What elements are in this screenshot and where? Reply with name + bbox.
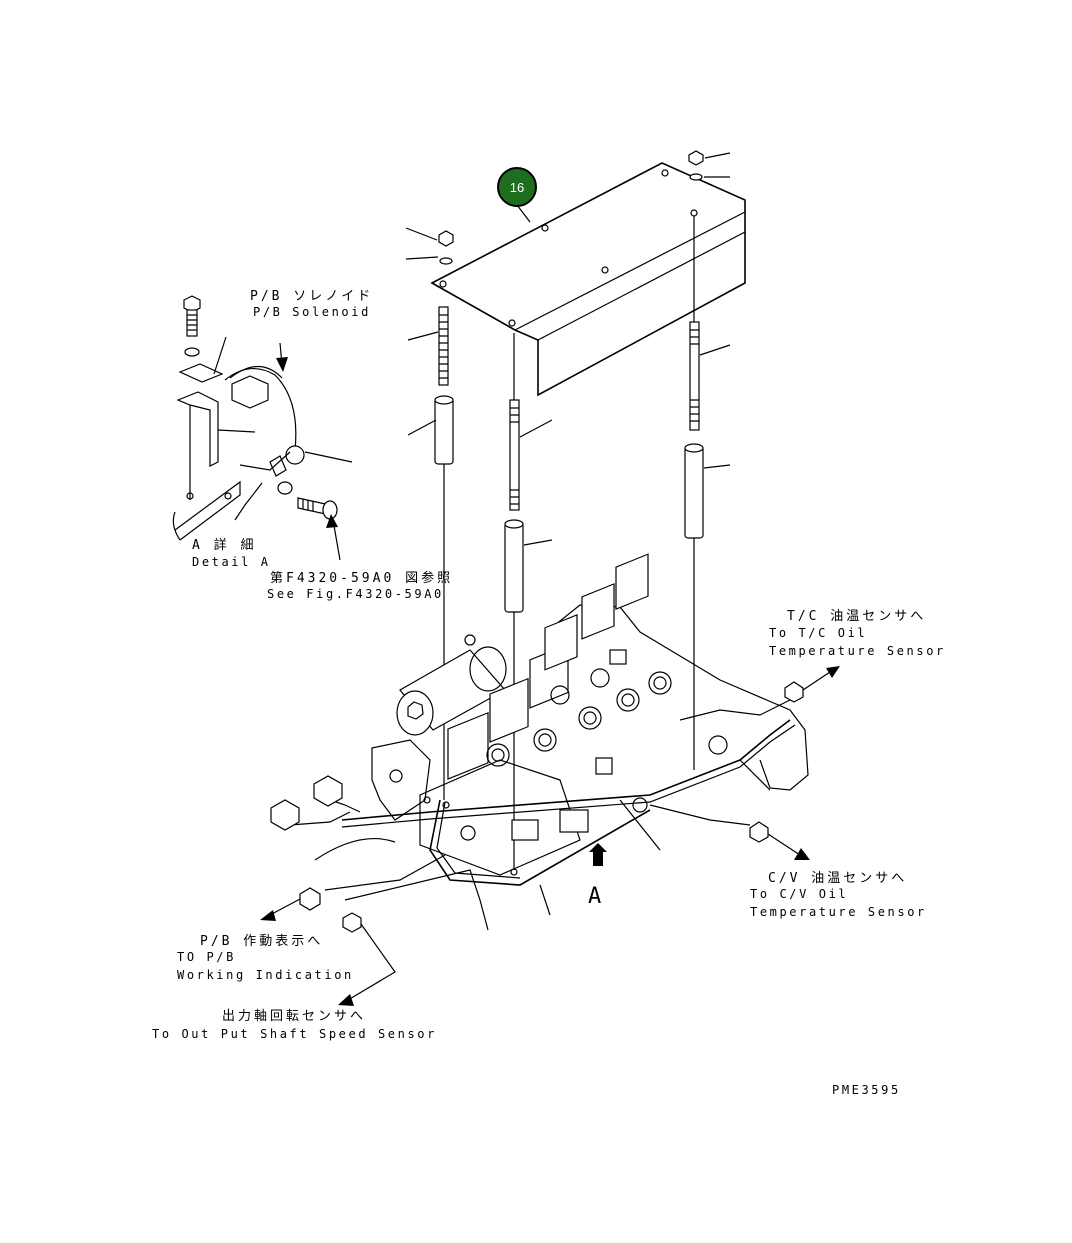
annotation-labels: P/B ソレノイド P/B Solenoid A 詳 細 Detail A 第F… — [152, 289, 946, 1097]
pb-solenoid-jp-label: P/B ソレノイド — [250, 289, 373, 304]
pb-indication-en-label-2: Working Indication — [177, 968, 354, 982]
view-arrow-a: A — [588, 843, 607, 909]
part-callout-16[interactable]: 16 — [497, 167, 537, 223]
cv-sensor-en-label-2: Temperature Sensor — [750, 905, 927, 919]
tc-sensor-jp-label: T/C 油温センサへ — [787, 609, 926, 624]
shaft-sensor-jp-label: 出力軸回転センサへ — [222, 1009, 366, 1024]
view-a-label: A — [588, 884, 601, 909]
shaft-sensor-en-label: To Out Put Shaft Speed Sensor — [152, 1027, 437, 1041]
see-fig-jp-label: 第F4320-59A0 図参照 — [270, 570, 453, 586]
detail-a-drawing — [172, 295, 353, 561]
cover-plate — [430, 162, 746, 397]
detail-a-en-label: Detail A — [192, 555, 271, 569]
callout-number: 16 — [510, 180, 524, 195]
detail-a-jp-label: A 詳 細 — [192, 537, 256, 553]
pb-indication-jp-label: P/B 作動表示へ — [200, 934, 323, 949]
see-fig-en-label: See Fig.F4320-59A0 — [267, 587, 444, 601]
pb-solenoid-en-label: P/B Solenoid — [253, 305, 371, 319]
callout-circle — [497, 167, 537, 207]
leader-arrows — [260, 666, 840, 1006]
wiring-harness — [270, 681, 804, 933]
cv-sensor-jp-label: C/V 油温センサへ — [768, 871, 907, 886]
drawing-code: PME3595 — [832, 1083, 901, 1097]
tc-sensor-en-label-1: To T/C Oil — [769, 626, 867, 640]
cv-sensor-en-label-1: To C/V Oil — [750, 887, 848, 901]
tc-sensor-en-label-2: Temperature Sensor — [769, 644, 946, 658]
studs-and-spacers — [407, 216, 731, 870]
pb-indication-en-label-1: TO P/B — [177, 950, 236, 964]
valve-body-assembly — [371, 553, 809, 876]
cover-fasteners — [405, 150, 731, 265]
